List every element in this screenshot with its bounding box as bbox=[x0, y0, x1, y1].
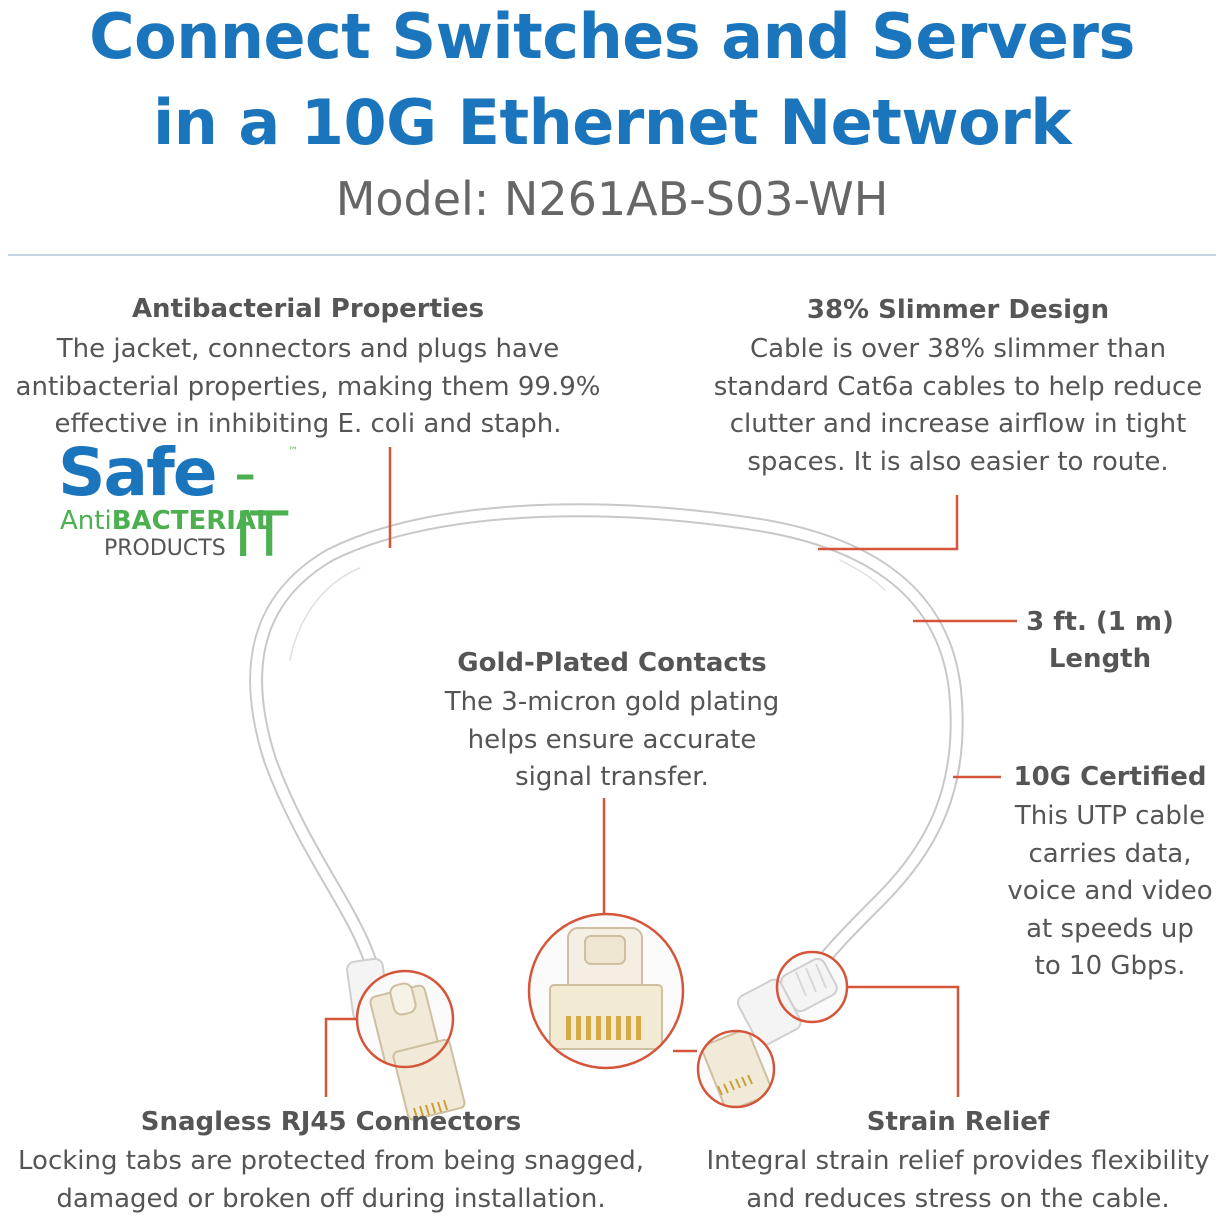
certified-description: This UTP cable carries data, voice and v… bbox=[1007, 801, 1213, 981]
slimmer-description: Cable is over 38% slimmer than standard … bbox=[713, 334, 1203, 477]
page-title-line-1: Connect Switches and Servers bbox=[89, 0, 1135, 73]
strain-relief-heading: Strain Relief bbox=[866, 1107, 1050, 1137]
right-connector bbox=[698, 952, 847, 1107]
logo-safe-text: Safe bbox=[58, 434, 218, 511]
snagless-callout-line bbox=[324, 1017, 357, 1097]
safe-it-logo: Safe -IT ™ AntiBACTERIAL PRODUCTS bbox=[58, 440, 298, 570]
slimmer-callout-line bbox=[818, 495, 959, 551]
gold-contacts-heading: Gold-Plated Contacts bbox=[457, 648, 767, 678]
strain-relief-description: Integral strain relief provides flexibil… bbox=[706, 1146, 1210, 1214]
page-title-line-2: in a 10G Ethernet Network bbox=[152, 86, 1072, 159]
logo-trademark: ™ bbox=[288, 446, 298, 457]
antibacterial-heading: Antibacterial Properties bbox=[131, 294, 485, 324]
logo-antibacterial: AntiBACTERIAL bbox=[60, 506, 273, 536]
certified-heading: 10G Certified bbox=[1013, 762, 1207, 792]
gold-contacts-description: The 3-micron gold plating helps ensure a… bbox=[444, 687, 780, 792]
logo-products: PRODUCTS bbox=[104, 536, 226, 561]
strain-callout-line bbox=[846, 985, 960, 1097]
cable-loop bbox=[249, 503, 964, 1007]
snagless-heading: Snagless RJ45 Connectors bbox=[140, 1107, 522, 1137]
gold-contacts-callout-circle bbox=[527, 912, 685, 1070]
callout-lines bbox=[324, 447, 1017, 1097]
antibacterial-description: The jacket, connectors and plugs have an… bbox=[15, 334, 601, 439]
slimmer-heading: 38% Slimmer Design bbox=[806, 295, 1110, 325]
model-number: Model: N261AB-S03-WH bbox=[335, 172, 889, 226]
snagless-description: Locking tabs are protected from being sn… bbox=[18, 1146, 644, 1214]
header-divider bbox=[8, 254, 1216, 256]
gold-contacts-zoom bbox=[529, 914, 683, 1068]
right-connector-callout-circle bbox=[696, 1029, 776, 1109]
logo-it-text: -IT bbox=[234, 436, 288, 571]
length-label: 3 ft. (1 m) Length bbox=[1026, 607, 1174, 674]
